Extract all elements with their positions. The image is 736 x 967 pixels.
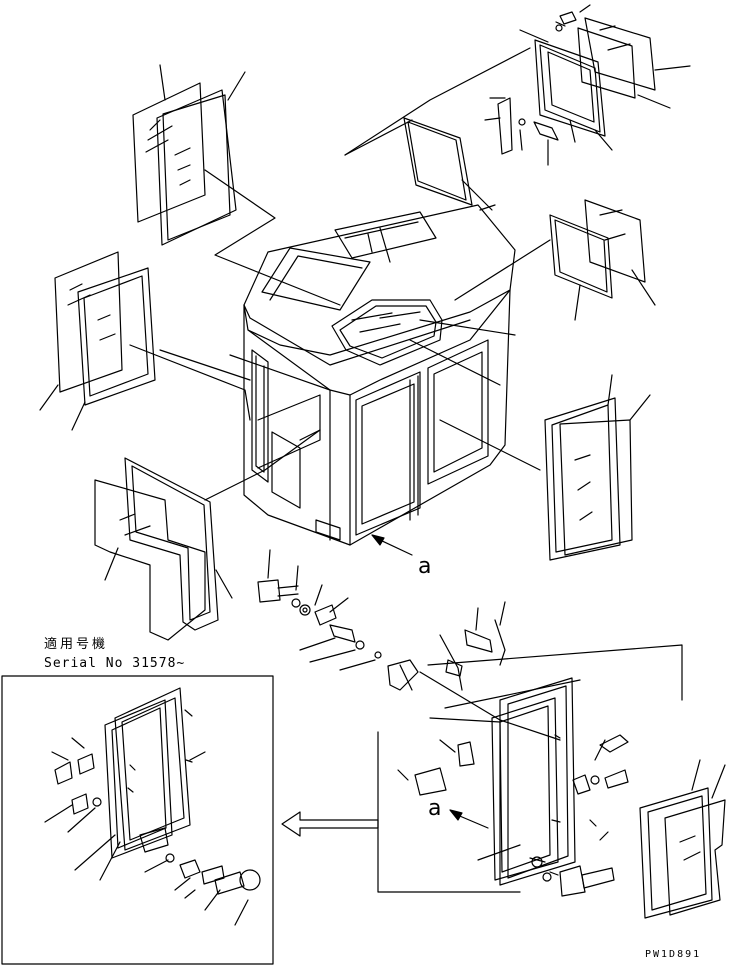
view-arrow-main	[380, 540, 412, 555]
glass-top-right	[345, 5, 690, 155]
glass-left-upper	[40, 252, 250, 430]
seal-top-center	[345, 118, 495, 210]
view-marker-a-2: a	[428, 796, 442, 821]
leader-lines-body	[160, 320, 540, 470]
door-lock-hardware	[388, 602, 560, 740]
glass-left-lower	[95, 430, 320, 640]
door-right	[378, 645, 682, 896]
leader-lines-door	[595, 740, 605, 760]
glass-right-upper	[455, 200, 655, 320]
arrow-head-icon-2	[450, 810, 462, 820]
glass-top-left	[133, 65, 340, 305]
door-detail	[45, 688, 260, 925]
cab-body	[244, 205, 515, 545]
glass-door-right	[640, 760, 725, 918]
latch-hardware-top	[485, 98, 558, 165]
drawing-code: PW1D891	[645, 949, 702, 960]
glass-right-lower	[545, 375, 650, 560]
detail-box	[2, 676, 273, 964]
serial-note: Serial No 31578~	[44, 656, 186, 671]
view-marker-a-1: a	[418, 554, 432, 579]
hardware-center	[258, 550, 381, 670]
serial-note-jp: 適用号機	[44, 637, 109, 652]
arrow-head-icon	[372, 535, 384, 545]
detail-pointer-arrow	[282, 812, 378, 836]
